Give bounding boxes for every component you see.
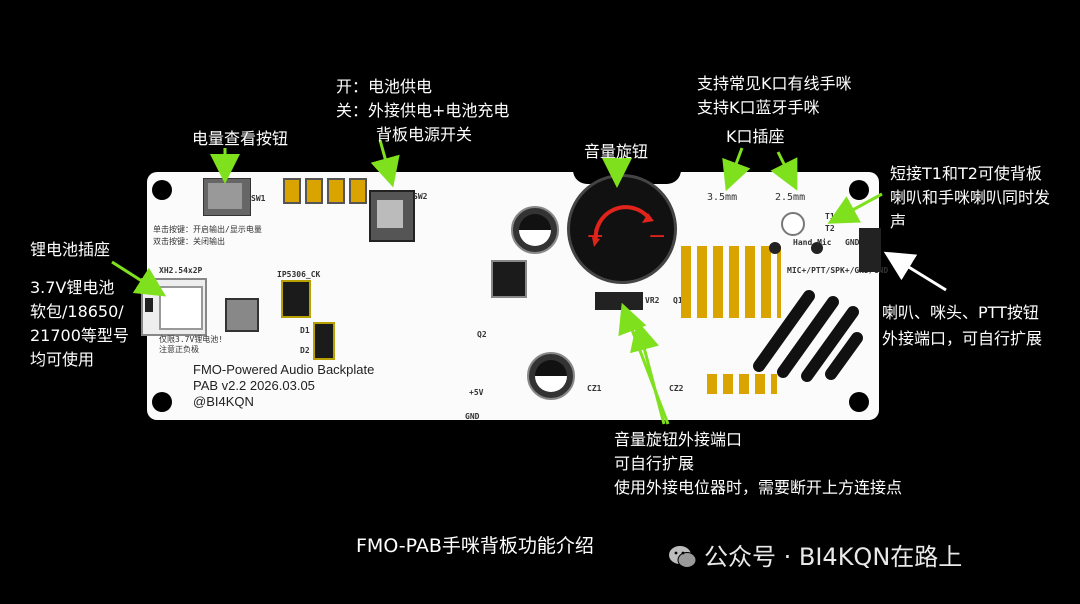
arrow-kport-25 [770,151,798,191]
gnd-bottom-label: GND [465,412,480,421]
label-t1t2-2: 喇叭和手咪喇叭同时发 [890,188,1051,207]
mounting-hole [152,180,172,200]
battery-connector [141,278,207,336]
label-vol-ext-2: 可自行扩展 [614,454,695,473]
knob-arrow-icon: + − [586,205,666,249]
label-switch-on: 开：电池供电 [336,77,433,96]
board-author: @BI4KQN [193,394,254,409]
wechat-icon [669,546,697,568]
q1-label: Q1 [673,296,683,305]
electrolytic-cap [527,352,575,400]
label-volume-knob: 音量旋钮 [584,142,649,161]
capacitor [349,178,367,204]
kport-hole [811,242,823,254]
arrow-battery-socket [111,260,167,297]
vr2-label: VR2 [645,296,660,305]
mounting-hole [849,392,869,412]
svg-text:−: − [648,224,666,249]
pad-group [707,374,777,394]
mounting-hole [849,180,869,200]
kport-hole [769,242,781,254]
ip5306-chip [281,280,311,318]
label-switch-title: 背板电源开关 [376,125,473,144]
cz2-label: CZ2 [669,384,684,393]
arrow-t1t2 [827,192,883,224]
arrow-vol-ext-2 [618,302,670,425]
capacitor [305,178,323,204]
cz1-label: CZ1 [587,384,602,393]
power-switch[interactable] [369,190,415,242]
inductor [225,298,259,332]
mm35-label: 3.5mm [707,192,738,203]
mounting-hole [152,392,172,412]
svg-text:+: + [586,224,604,249]
label-kport-1: 支持常见K口有线手咪 [697,74,852,93]
label-ext-port-2: 外接端口，可自行扩展 [882,329,1043,348]
label-vol-ext-1: 音量旋钮外接端口 [614,430,743,449]
label-battery-type-3: 21700等型号 [30,326,129,345]
arrow-ext-port [883,251,947,292]
d2-label: D2 [300,346,310,355]
label-t1t2-3: 声 [890,212,907,231]
pcb-board: XH2.54x2P SW1 单击按键：开启输出/显示电量 双击按键：关闭输出 I… [141,170,888,421]
caption: FMO-PAB手咪背板功能介绍 [356,535,594,557]
capacitor [283,178,301,204]
q2-label: Q2 [477,330,487,339]
label-t1t2-1: 短接T1和T2可使背板 [890,164,1042,183]
pad-group [681,246,781,318]
capacitor [327,178,345,204]
label-battery-check: 电量查看按钮 [192,129,289,148]
electrolytic-cap [511,206,559,254]
plus5v-label: +5V [469,388,484,397]
watermark: 公众号 · BI4KQN在路上 [704,543,963,571]
label-battery-type-1: 3.7V锂电池 [30,278,115,297]
board-name: FMO-Powered Audio Backplate [193,362,375,377]
ic-chip [491,260,527,298]
label-ext-port-1: 喇叭、咪头、PTT按钮 [882,303,1039,322]
ips-label: IP5306_CK [277,270,321,279]
arrow-power-switch [370,139,400,188]
board-version: PAB v2.2 2026.03.05 [193,378,315,393]
kport-hole [781,212,805,236]
d1-label: D1 [300,326,310,335]
pins-label: MIC+/PTT/SPK+/GND/GND [787,266,889,275]
xh-label: XH2.54x2P [159,266,203,275]
label-switch-off: 关：外接供电+电池充电 [336,101,510,120]
hint-line-1: 单击按键：开启输出/显示电量 [153,225,262,234]
sw2-label: SW2 [413,192,428,201]
arrow-kport-35 [722,147,751,192]
label-battery-socket: 锂电池插座 [30,240,111,259]
battery-check-button[interactable] [203,178,251,216]
t2-label: T2 [825,224,835,233]
gnd-label: GND [845,238,860,247]
chip-d1 [313,322,335,360]
label-kport-2: 支持K口蓝牙手咪 [697,98,820,117]
hint-line-2: 双击按键：关闭输出 [153,237,225,246]
warn-line-2: 注意正负极 [159,345,199,354]
hand-mic-label: Hand Mic [793,238,832,247]
external-header[interactable] [859,228,881,272]
sw1-label: SW1 [251,194,266,203]
mm25-label: 2.5mm [775,192,806,203]
warn-line-1: 仅限3.7V锂电池! [159,335,224,344]
label-battery-type-2: 软包/18650/ [30,302,124,321]
speaker-grill [753,290,863,382]
label-battery-type-4: 均可使用 [30,350,95,369]
label-kport-3: K口插座 [726,127,785,146]
label-vol-ext-3: 使用外接电位器时，需要断开上方连接点 [614,478,903,497]
